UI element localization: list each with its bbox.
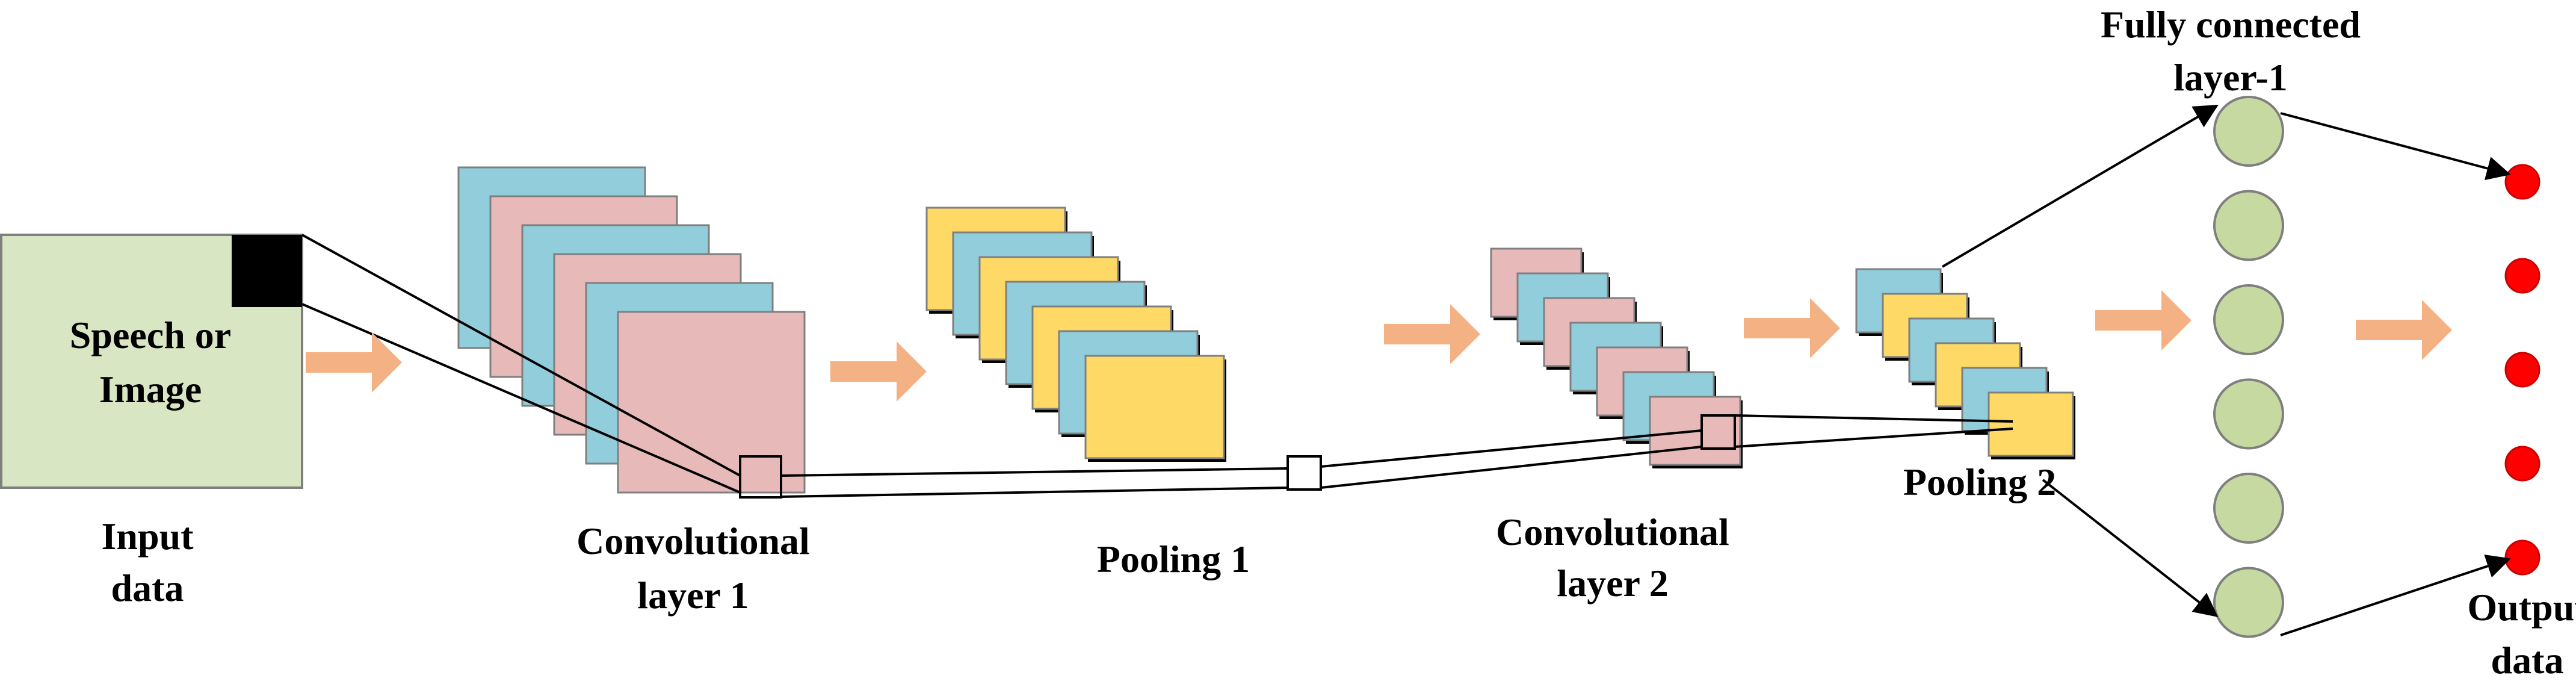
input-patch <box>232 235 302 307</box>
fc-arrows <box>1941 104 2511 636</box>
fc-to-output-bottom-arrow <box>2280 555 2511 636</box>
fc-to-output-top-arrow <box>2280 112 2511 181</box>
output-node-1 <box>2504 164 2540 200</box>
fc-node-3 <box>2213 284 2284 355</box>
flow-arrow-4 <box>1744 298 1840 358</box>
output-label-line1: Output <box>2467 586 2576 629</box>
fc-label-line2: layer-1 <box>2173 56 2288 99</box>
output-node-4 <box>2504 446 2540 482</box>
conv1-window <box>739 455 782 499</box>
fully-connected-layer <box>2213 96 2284 638</box>
pool2-to-fc-top-arrow <box>1941 104 2219 268</box>
pool2-label: Pooling 2 <box>1903 461 2056 503</box>
fc-node-5 <box>2213 473 2284 544</box>
input-box-line2: Image <box>99 368 202 411</box>
flow-arrow-1 <box>306 332 402 393</box>
flow-arrow-6 <box>2356 300 2452 360</box>
flow-arrow-5 <box>2095 290 2191 350</box>
pool1-map-7 <box>1084 355 1225 459</box>
input-label-line1: Input <box>102 515 194 558</box>
conv2-label-line1: Convolutional <box>1496 511 1729 553</box>
conv2-window <box>1700 414 1736 450</box>
input-box-line1: Speech or <box>70 314 231 356</box>
flow-arrow-2 <box>830 341 927 402</box>
conv1-map-6 <box>617 311 806 494</box>
flow-arrows <box>306 290 2452 402</box>
pool1-window <box>1286 455 1322 491</box>
fc-node-6 <box>2213 567 2284 638</box>
output-label-line2: data <box>2491 639 2564 682</box>
conv2-feature-maps <box>1490 247 1743 468</box>
pool1-label: Pooling 1 <box>1097 538 1250 580</box>
conv1-label-line2: layer 1 <box>637 574 749 617</box>
conv2-label-line2: layer 2 <box>1557 562 1668 605</box>
pool2-feature-maps <box>1855 268 2075 459</box>
pool2-map-6 <box>1988 391 2074 457</box>
fc-node-4 <box>2213 378 2284 450</box>
output-node-2 <box>2504 258 2540 294</box>
fc-label-line1: Fully connected <box>2101 3 2361 46</box>
conv1-feature-maps <box>457 166 806 494</box>
pool2-to-fc-bottom-arrow <box>2042 479 2219 617</box>
output-node-5 <box>2504 539 2540 576</box>
fc-node-1 <box>2213 96 2284 167</box>
input-label-line2: data <box>111 567 184 609</box>
flow-arrow-3 <box>1384 304 1480 364</box>
fc-node-2 <box>2213 190 2284 261</box>
input-block: Speech or Image Input data <box>0 234 303 609</box>
receptive-field-lines <box>301 234 2013 498</box>
conv1-label-line1: Convolutional <box>576 520 810 562</box>
output-layer <box>2504 164 2540 576</box>
output-node-3 <box>2504 352 2540 388</box>
pool1-feature-maps <box>925 207 1226 462</box>
